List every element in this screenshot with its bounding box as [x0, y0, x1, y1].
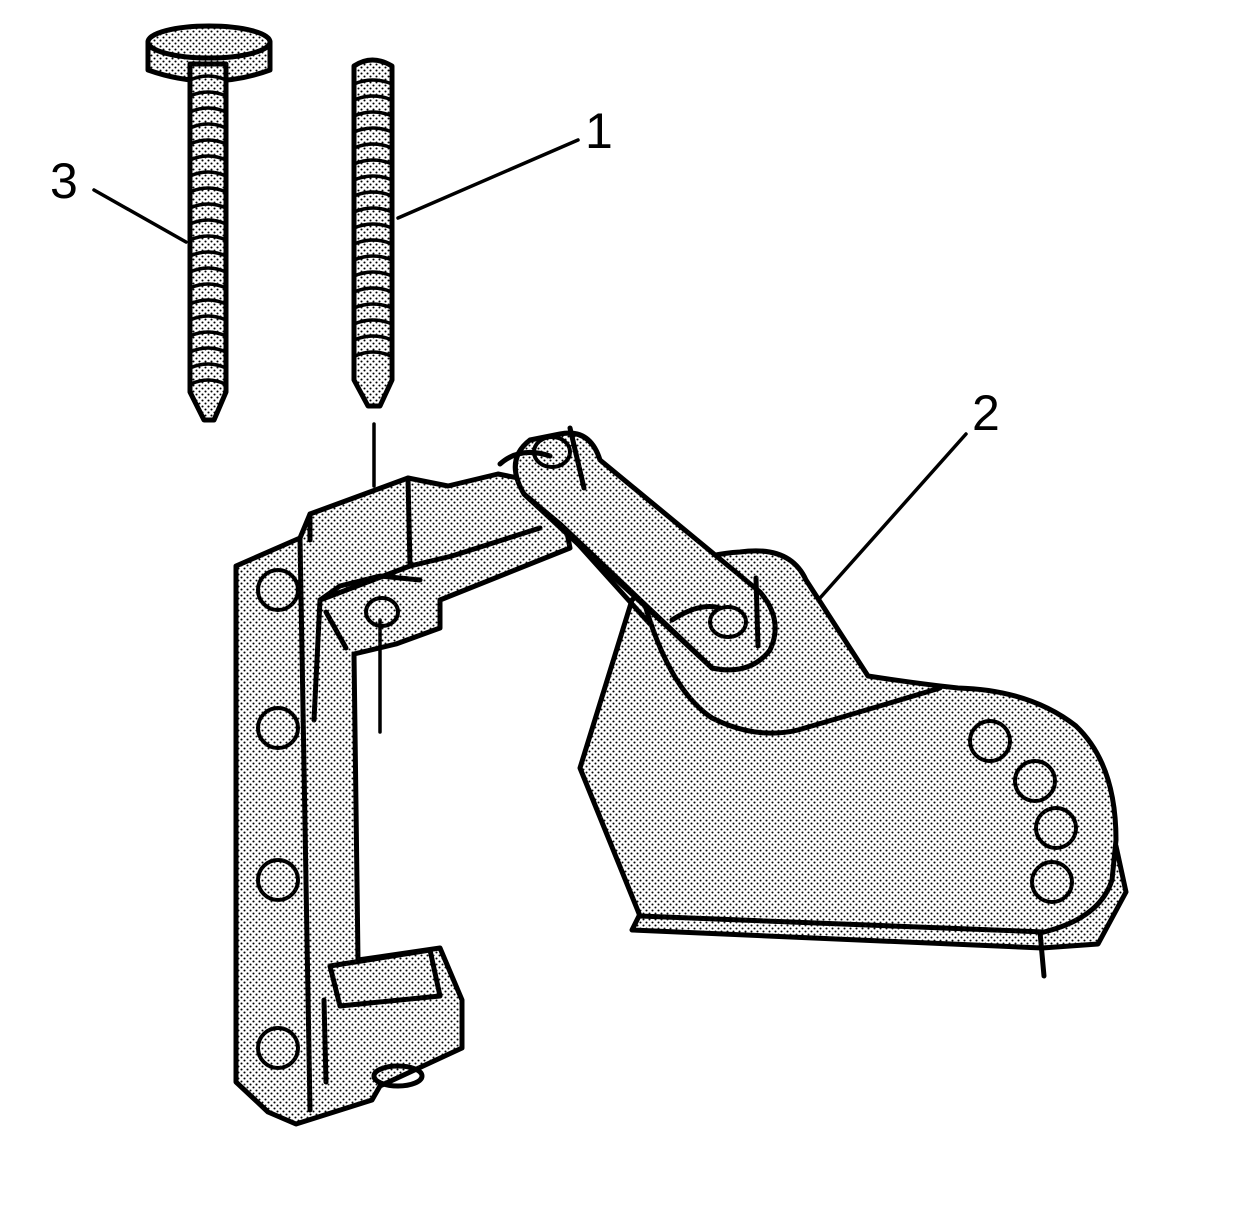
callout-2-label: 2	[972, 385, 1000, 441]
mounting-bracket	[233, 471, 573, 1127]
stud-1	[351, 57, 395, 409]
link-arm	[497, 425, 778, 673]
callout-1: 1	[396, 103, 613, 220]
screw-3	[145, 23, 273, 423]
callout-3: 3	[50, 153, 188, 244]
callout-1-label: 1	[585, 103, 613, 159]
callout-3-label: 3	[50, 153, 78, 209]
callout-2: 2	[818, 385, 1000, 600]
